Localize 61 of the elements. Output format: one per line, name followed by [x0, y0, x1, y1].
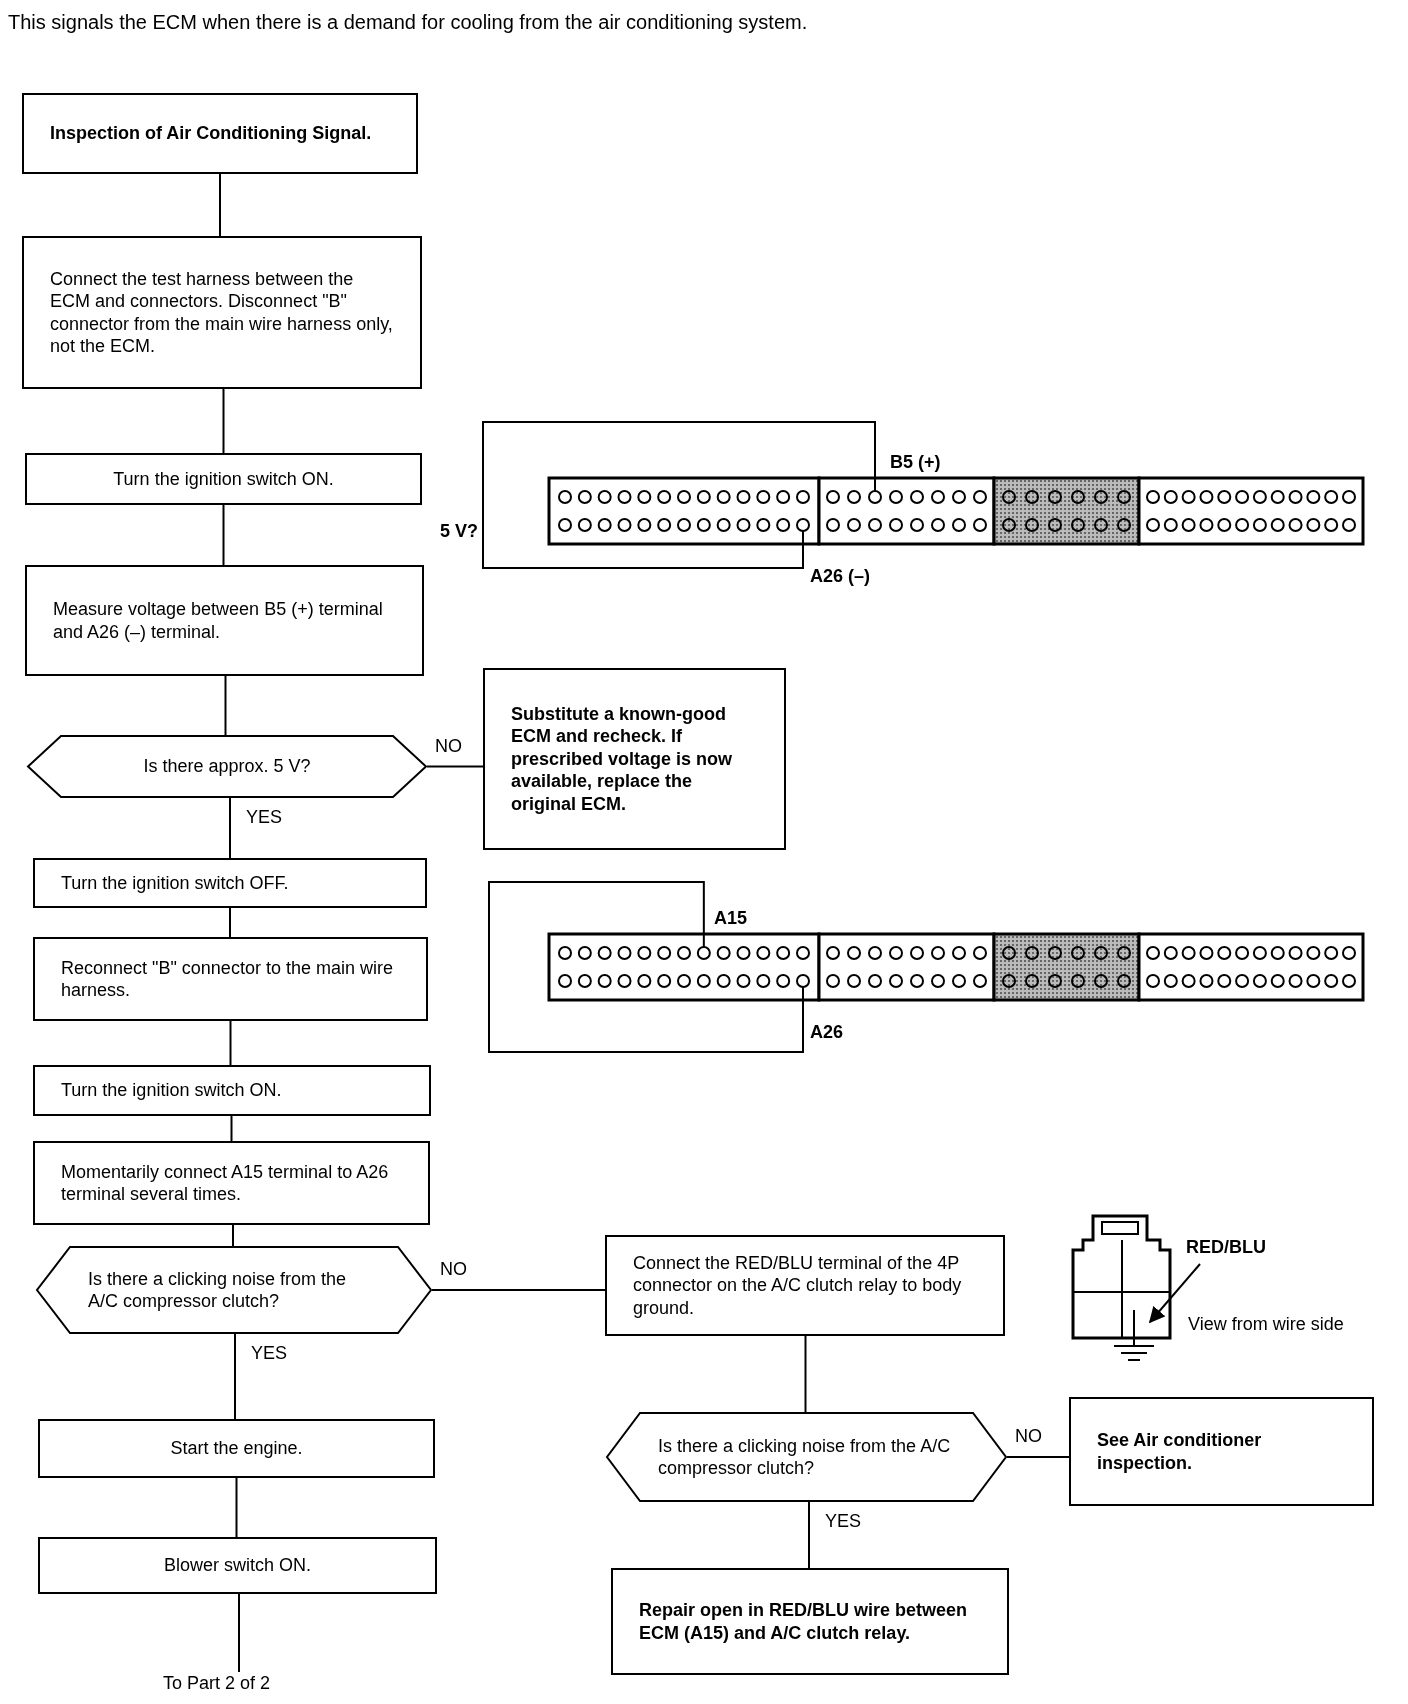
step-text: Connect the RED/BLU terminal of the 4P connector on the A/C clutch relay to body ground.	[633, 1251, 963, 1320]
step-text: Measure voltage between B5 (+) terminal and A26 (–) terminal.	[53, 598, 384, 643]
decision-diamond	[36, 1246, 432, 1334]
process-box	[38, 1537, 437, 1594]
leader-arrow	[1148, 1263, 1201, 1324]
terminal-label: 5 V?	[440, 520, 478, 543]
decision-diamond	[27, 735, 427, 798]
terminal-label: A26	[810, 1021, 844, 1044]
step-text: Connect the test harness between the ECM and connectors. Disconnect "B" connector from the main wire harness only, not the ECM.	[50, 267, 394, 358]
step-text: Turn the ignition switch ON.	[112, 467, 335, 491]
connector-line	[431, 1289, 606, 1291]
process-box	[33, 1141, 430, 1225]
process-box	[33, 858, 427, 908]
step-text: Reconnect "B" connector to the main wire harness.	[61, 956, 394, 1002]
process-box	[22, 236, 422, 389]
connector-line	[234, 1333, 236, 1420]
process-box	[483, 668, 786, 850]
connector-line	[224, 675, 227, 736]
step-text: Start the engine.	[169, 1437, 304, 1460]
process-box	[33, 937, 428, 1021]
connector-line	[229, 1020, 232, 1066]
process-box	[38, 1419, 435, 1478]
wire-color-label: RED/BLU	[1186, 1236, 1266, 1259]
process-box	[33, 1065, 431, 1116]
decision-diamond	[606, 1412, 1007, 1502]
question-text: Is there a clicking noise from the A/C compressor clutch?	[658, 1434, 952, 1480]
connector-line	[230, 1115, 233, 1142]
process-box	[22, 93, 418, 174]
terminal-label: A15	[714, 907, 748, 930]
terminal-label: B5 (+)	[890, 451, 941, 474]
connector-line	[808, 1501, 810, 1569]
terminal-label: A26 (–)	[810, 565, 871, 588]
process-box	[1069, 1397, 1374, 1506]
view-note: View from wire side	[1188, 1313, 1344, 1336]
process-box	[605, 1235, 1005, 1336]
connector-line	[238, 1593, 240, 1673]
step-text: Turn the ignition switch OFF.	[61, 871, 290, 895]
question-text: Is there approx. 5 V?	[142, 755, 312, 778]
continuation-text: To Part 2 of 2	[163, 1672, 271, 1695]
connector-line	[222, 388, 225, 454]
step-text: Blower switch ON.	[162, 1554, 312, 1577]
step-text: See Air conditioner inspection.	[1097, 1429, 1263, 1474]
connector-line	[804, 1335, 807, 1413]
connector-line	[229, 907, 231, 938]
step-text: Momentarily connect A15 terminal to A26 terminal several times.	[61, 1160, 390, 1206]
connector-line	[222, 504, 225, 566]
connector-line	[1006, 1456, 1070, 1458]
connector-line	[219, 173, 221, 237]
connector-line	[426, 765, 484, 768]
connector-line	[229, 797, 231, 859]
step-text: Turn the ignition switch ON.	[61, 1079, 283, 1102]
process-box	[611, 1568, 1009, 1675]
process-box	[25, 453, 422, 505]
connector-line	[235, 1477, 238, 1538]
process-box	[25, 565, 424, 676]
step-text: Inspection of Air Conditioning Signal.	[50, 122, 373, 145]
step-text: Repair open in RED/BLU wire between ECM (A15) and A/C clutch relay.	[639, 1599, 969, 1644]
question-text: Is there a clicking noise from the A/C compressor clutch?	[88, 1267, 348, 1313]
intro-sentence: This signals the ECM when there is a demand for cooling from the air conditioning system.	[8, 10, 808, 35]
connector-line	[232, 1224, 234, 1247]
step-text: Substitute a known-good ECM and recheck. If prescribed voltage is now available, replace the original ECM.	[511, 702, 734, 816]
